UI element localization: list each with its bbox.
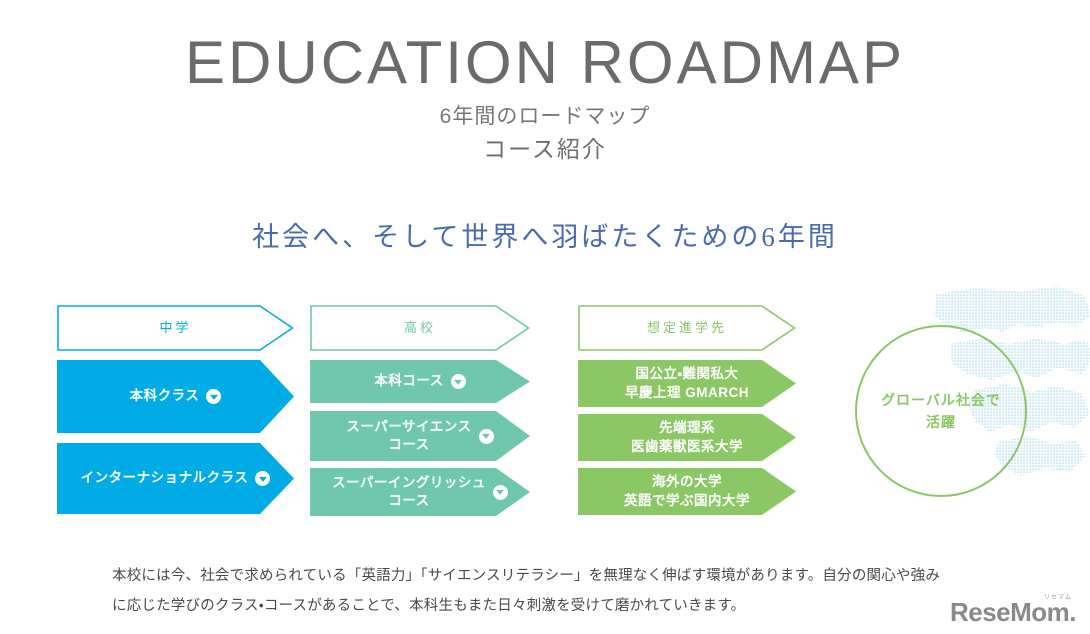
footer-paragraph-line-2: に応じた学びのクラス・コースがあることで、本科生もまた日々刺激を受けて磨かれてい… [112, 597, 746, 614]
roadmap-node-line: 医歯薬獣医系大学 [631, 438, 743, 454]
roadmap-node-content: 先端理系医歯薬獣医系大学 [631, 419, 743, 455]
roadmap-node-label: 海外の大学英語で学ぶ国内大学 [624, 473, 750, 509]
roadmap-node-label: 国公立・難関私大早慶上理 GMARCH [625, 365, 749, 401]
roadmap-node-line: スーパーイングリッシュ [332, 474, 486, 490]
roadmap-node-content: 国公立・難関私大早慶上理 GMARCH [625, 365, 749, 401]
column-header-outline-high-school [310, 305, 530, 351]
roadmap-node-high-school-1[interactable]: 本科コース [310, 360, 530, 403]
roadmap-node-content: スーパーイングリッシュコース [332, 474, 508, 510]
roadmap-node-junior-high-2[interactable]: インターナショナルクラス [57, 443, 294, 514]
roadmap-node-label: 先端理系医歯薬獣医系大学 [631, 419, 743, 455]
roadmap-node-content: 海外の大学英語で学ぶ国内大学 [624, 473, 750, 509]
page-title: EDUCATION ROADMAP [185, 29, 905, 96]
chevron-down-icon[interactable] [492, 484, 508, 500]
page-subtitle-primary: 6年間のロードマップ [439, 105, 651, 128]
roadmap-node-content: インターナショナルクラス [81, 469, 271, 487]
column-header-high-school: 高校 [310, 305, 530, 351]
roadmap-node-high-school-3[interactable]: スーパーイングリッシュコース [310, 468, 530, 516]
column-header-junior-high: 中学 [57, 305, 294, 351]
roadmap-node-label: インターナショナルクラス [81, 469, 249, 487]
roadmap-node-line: 早慶上理 GMARCH [625, 384, 749, 400]
roadmap-node-line: 本科クラス [129, 388, 200, 404]
roadmap-node-label: スーパーイングリッシュコース [332, 474, 486, 510]
column-header-label-high-school: 高校 [403, 320, 436, 336]
roadmap-node-line: 先端理系 [659, 420, 715, 436]
roadmap-node-expected-destination-1[interactable]: 国公立・難関私大早慶上理 GMARCH [578, 360, 796, 407]
goal-circle-line: グローバル社会で [881, 391, 1001, 408]
chevron-down-icon[interactable] [478, 428, 494, 444]
roadmap-node-content: 本科クラス [130, 387, 222, 405]
roadmap-node-line: 本科コース [374, 373, 444, 389]
goal-circle: グローバル社会で活躍 [855, 325, 1027, 497]
roadmap-node-high-school-2[interactable]: スーパーサイエンスコース [310, 411, 530, 461]
roadmap-node-line: コース [388, 437, 430, 452]
roadmap-node-expected-destination-2[interactable]: 先端理系医歯薬獣医系大学 [578, 414, 796, 461]
footer-paragraph-line-1: 本校には今、社会で求められている「英語力」「サイエンスリテラシー」を無理なく伸ば… [112, 568, 941, 584]
roadmap-node-label: スーパーサイエンスコース [346, 418, 471, 454]
chevron-down-icon[interactable] [206, 389, 222, 404]
footer-paragraph: 本校には今、社会で求められている「英語力」「サイエンスリテラシー」を無理なく伸ば… [112, 562, 992, 621]
column-header-outline-expected-destination [578, 305, 796, 351]
roadmap-node-label: 本科コース [374, 372, 443, 390]
column-header-expected-destination: 想定進学先 [578, 305, 796, 351]
chevron-down-icon[interactable] [450, 374, 466, 389]
roadmap-node-line: インターナショナルクラス [80, 470, 249, 486]
page-subtitle-secondary: コース紹介 [483, 136, 607, 162]
resemom-logo-kana: リセマム [1043, 595, 1072, 601]
roadmap-node-content: 本科コース [374, 372, 466, 390]
roadmap-node-line: コース [388, 493, 430, 508]
roadmap-node-line: 国公立・難関私大 [635, 366, 739, 382]
chevron-down-icon[interactable] [255, 471, 271, 486]
roadmap-node-label: 本科クラス [130, 387, 200, 405]
roadmap-node-line: スーパーサイエンス [346, 418, 472, 434]
column-header-label-expected-destination: 想定進学先 [646, 320, 727, 336]
goal-circle-label: グローバル社会で活躍 [881, 389, 1001, 434]
column-header-label-junior-high: 中学 [159, 320, 192, 336]
roadmap-node-line: 英語で学ぶ国内大学 [624, 492, 750, 508]
roadmap-node-junior-high-1[interactable]: 本科クラス [57, 360, 294, 433]
page-tagline: 社会へ、そして世界へ羽ばたくための6年間 [252, 222, 838, 252]
resemom-logo-wordmark: ReseMom. [949, 597, 1077, 627]
roadmap-node-content: スーパーサイエンスコース [346, 418, 494, 454]
column-header-outline-junior-high [57, 305, 294, 351]
resemom-logo: リセマム ReseMom. [949, 595, 1077, 627]
roadmap-node-line: 海外の大学 [652, 474, 722, 490]
goal-circle-line: 活躍 [926, 414, 956, 430]
roadmap-node-expected-destination-3[interactable]: 海外の大学英語で学ぶ国内大学 [578, 468, 796, 515]
